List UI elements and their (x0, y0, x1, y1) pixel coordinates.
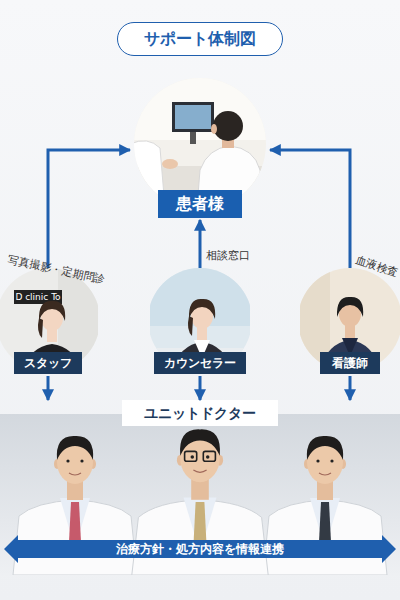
photo-background (0, 268, 98, 376)
doctor-hair (57, 436, 93, 460)
person-hair (38, 318, 43, 338)
band-caption: 治療方針・処方内容を情報連携 (0, 540, 400, 558)
doctor-glasses (203, 451, 215, 461)
staff-photo-node: スタッフ (0, 268, 98, 376)
doctor-hair (307, 436, 343, 460)
flow-arrow (349, 376, 352, 400)
flow-arrow (48, 150, 130, 268)
photo-background (130, 78, 270, 220)
doctor-coat (263, 500, 387, 575)
flow-arrow (199, 220, 202, 268)
doctor-coat (132, 500, 268, 575)
doctor-eye (191, 455, 195, 459)
wall (130, 78, 270, 140)
node-label: スタッフ (14, 352, 82, 374)
monitor-stand (190, 132, 196, 144)
doctor-mouth (319, 473, 331, 475)
nurse-photo-node: 看護師 (300, 268, 400, 376)
doctor-eye (330, 459, 333, 462)
monitor-screen (175, 105, 211, 129)
photo-background (0, 414, 400, 575)
doctor-eye (206, 455, 210, 459)
doctor-tie (69, 502, 81, 550)
counselor-photo-node: カウンセラー (150, 268, 250, 376)
person-hair (337, 297, 363, 317)
node-label: ユニットドクター (122, 400, 278, 426)
flow-arrow (199, 376, 202, 400)
edge-label: 相談窓口 (206, 248, 250, 263)
person-hair (39, 301, 65, 321)
patient-head (213, 111, 243, 141)
doctor-glasses (185, 451, 197, 461)
doctor-hand (162, 159, 178, 169)
photo-group (150, 268, 250, 376)
node-label: 患者様 (158, 190, 242, 218)
diagram-title: サポート体制図 (117, 22, 283, 56)
patient-photo-node: 患者様 (130, 78, 270, 220)
person-hair (189, 299, 215, 319)
patient-ear (211, 124, 217, 134)
monitor (172, 102, 214, 132)
doctor-coat (13, 500, 137, 575)
desk (150, 348, 250, 376)
photo-group (0, 268, 98, 376)
photo-group (300, 268, 400, 376)
node-label: 看護師 (320, 352, 380, 374)
doctor-eye (316, 459, 319, 462)
photo-group (130, 78, 270, 220)
flow-arrow (47, 376, 50, 400)
person-hair (188, 316, 193, 336)
person-body (14, 344, 90, 376)
doctor-eye (80, 459, 83, 462)
photo-background (150, 268, 250, 376)
doctor-tie (319, 502, 331, 550)
doctor-mouth (193, 470, 206, 472)
node-label: カウンセラー (154, 352, 246, 374)
doctor-mouth (69, 473, 81, 475)
photo-background (300, 268, 400, 376)
clinic-sign (14, 290, 62, 304)
flow-arrow (270, 150, 350, 268)
doctor-eye (66, 459, 69, 462)
sign-text: D clinic To (14, 290, 62, 304)
